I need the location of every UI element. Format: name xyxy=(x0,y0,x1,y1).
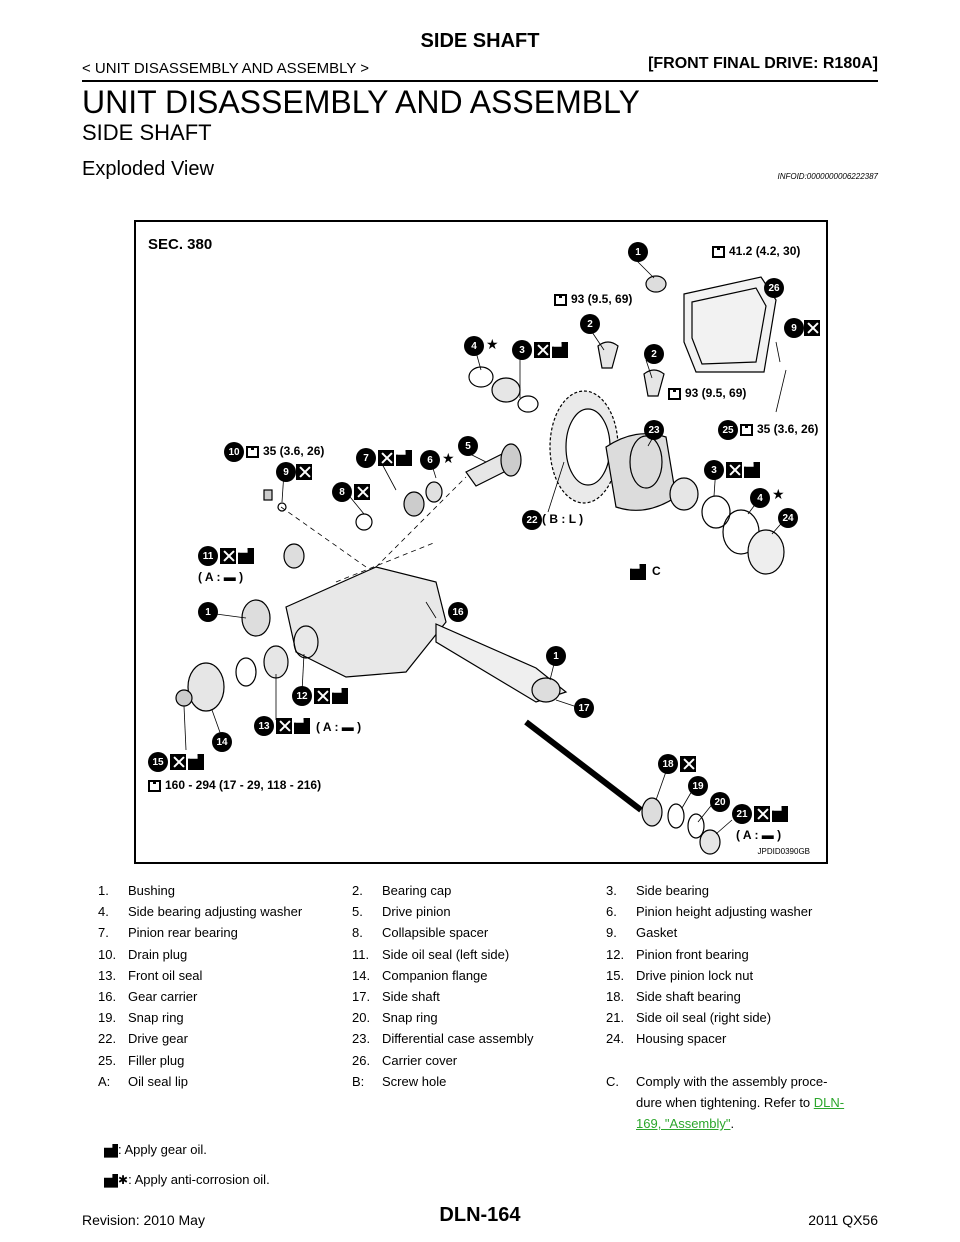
note-ref-c: C xyxy=(652,564,661,578)
parts-row: 7.Pinion rear bearing 8.Collapsible spac… xyxy=(98,925,678,941)
callout-22: 22 xyxy=(522,510,542,530)
section-label: [FRONT FINAL DRIVE: R180A] xyxy=(648,55,878,72)
callout-18: 18 xyxy=(658,754,678,774)
callout-9: 9 xyxy=(784,318,804,338)
callout-25: 25 xyxy=(718,420,738,440)
note-ref-a: ( A : ▬ ) xyxy=(198,570,244,584)
parts-row: 25.Filler plug 26.Carrier cover xyxy=(98,1052,458,1068)
callout-15: 15 xyxy=(148,752,168,772)
parts-row: 1.Bushing 2.Bearing cap 3.Side bearing xyxy=(98,883,709,898)
torque-spec: 35 (3.6, 26) xyxy=(740,422,818,436)
note-ref-b-l: ( B : L ) xyxy=(542,512,584,526)
parts-row: 22.Drive gear 23.Differential case assem… xyxy=(98,1031,727,1047)
reference-link[interactable]: DLN- xyxy=(813,1094,845,1110)
torque-spec: 35 (3.6, 26) xyxy=(246,444,324,458)
parts-row: 10.Drain plug 11.Side oil seal (left sid… xyxy=(98,946,749,962)
replace-x-icon xyxy=(754,806,770,822)
parts-row: 13.Front oil seal 14.Companion flange 15… xyxy=(98,967,754,983)
star-mark: ★ xyxy=(772,486,785,502)
note-ref-a: ( A : ▬ ) xyxy=(316,720,362,734)
torque-spec: 93 (9.5, 69) xyxy=(554,292,632,306)
callout-13: 13 xyxy=(254,716,274,736)
callout-11: 11 xyxy=(198,546,218,566)
callout-14: 14 xyxy=(212,732,232,752)
callout-20: 20 xyxy=(710,792,730,812)
wrench-icon xyxy=(246,445,259,458)
section-heading: SIDE SHAFT xyxy=(82,120,212,145)
callout-1: 1 xyxy=(628,242,648,262)
exploded-view-drawing xyxy=(175,259,787,855)
footer-model: 2011 QX56 xyxy=(808,1212,878,1228)
reference-link-cont[interactable]: 169, "Assembly" xyxy=(636,1116,731,1132)
header-rule xyxy=(82,80,878,82)
note-ref-a: ( A : ▬ ) xyxy=(736,828,782,842)
callout-9b: 9 xyxy=(276,462,296,482)
callout-2: 2 xyxy=(580,314,600,334)
notes-row-cont: dure when tightening. Refer to DLN- xyxy=(636,1094,845,1110)
callout-19: 19 xyxy=(688,776,708,796)
callout-16: 16 xyxy=(448,602,468,622)
wrench-icon xyxy=(554,293,567,306)
replace-x-icon xyxy=(378,450,394,466)
replace-x-icon xyxy=(296,464,312,480)
callout-5: 5 xyxy=(458,436,478,456)
callout-4b: 4 xyxy=(750,488,770,508)
wrench-icon xyxy=(740,423,753,436)
parts-row: 19.Snap ring 20.Snap ring 21.Side oil se… xyxy=(98,1010,772,1026)
info-id: INFOID:0000000006222387 xyxy=(777,172,878,181)
subsection-heading: Exploded View xyxy=(82,158,214,180)
callout-2b: 2 xyxy=(644,344,664,364)
callout-7: 7 xyxy=(356,448,376,468)
torque-spec: 93 (9.5, 69) xyxy=(668,386,746,400)
chapter-heading: UNIT DISASSEMBLY AND ASSEMBLY xyxy=(82,84,640,120)
replace-x-icon xyxy=(314,688,330,704)
replace-x-icon xyxy=(726,462,742,478)
exploded-view-figure: SEC. 380 xyxy=(134,220,828,864)
callout-3: 3 xyxy=(512,340,532,360)
replace-x-icon xyxy=(354,484,370,500)
legend-anti-corrosion: ✱: Apply anti-corrosion oil. xyxy=(104,1172,270,1188)
footer-revision: Revision: 2010 May xyxy=(82,1212,205,1228)
callout-1c: 1 xyxy=(546,646,566,666)
replace-x-icon xyxy=(804,320,820,336)
figure-code: JPDID0390GB xyxy=(757,847,810,856)
callout-17: 17 xyxy=(574,698,594,718)
star-mark: ★ xyxy=(486,336,499,352)
wrench-icon xyxy=(148,779,161,792)
parts-row: 4.Side bearing adjusting washer 5.Drive … xyxy=(98,904,813,920)
parts-row: 16.Gear carrier 17.Side shaft 18.Side sh… xyxy=(98,988,741,1004)
notes-row-cont: 169, "Assembly". xyxy=(636,1116,735,1132)
star-mark: ★ xyxy=(442,450,455,466)
anti-corrosion-oil-icon xyxy=(104,1173,118,1188)
page-header-title: SIDE SHAFT xyxy=(420,30,540,52)
replace-x-icon xyxy=(220,548,236,564)
callout-3b: 3 xyxy=(704,460,724,480)
replace-x-icon xyxy=(170,754,186,770)
legend-gear-oil: : Apply gear oil. xyxy=(104,1142,207,1158)
asterisk-icon: ✱ xyxy=(118,1173,129,1187)
callout-23: 23 xyxy=(644,420,664,440)
breadcrumb: < UNIT DISASSEMBLY AND ASSEMBLY > xyxy=(82,60,370,77)
gear-oil-icon xyxy=(104,1143,118,1158)
callout-26: 26 xyxy=(764,278,784,298)
replace-x-icon xyxy=(534,342,550,358)
wrench-icon xyxy=(712,245,725,258)
callout-21: 21 xyxy=(732,804,752,824)
torque-spec: 41.2 (4.2, 30) xyxy=(712,244,800,258)
callout-12: 12 xyxy=(292,686,312,706)
callout-6: 6 xyxy=(420,450,440,470)
callout-1b: 1 xyxy=(198,602,218,622)
callout-4: 4 xyxy=(464,336,484,356)
torque-spec: 160 - 294 (17 - 29, 118 - 216) xyxy=(148,778,321,792)
replace-x-icon xyxy=(680,756,696,772)
callout-24: 24 xyxy=(778,508,798,528)
callout-10: 10 xyxy=(224,442,244,462)
notes-row: A:Oil seal lip B:Screw hole C.Comply wit… xyxy=(98,1073,828,1089)
callout-8: 8 xyxy=(332,482,352,502)
wrench-icon xyxy=(668,387,681,400)
replace-x-icon xyxy=(276,718,292,734)
parts-list: 1.Bushing 2.Bearing cap 3.Side bearing 4… xyxy=(98,880,878,1134)
figure-section-label: SEC. 380 xyxy=(148,236,213,253)
footer-page-number: DLN-164 xyxy=(439,1204,521,1226)
